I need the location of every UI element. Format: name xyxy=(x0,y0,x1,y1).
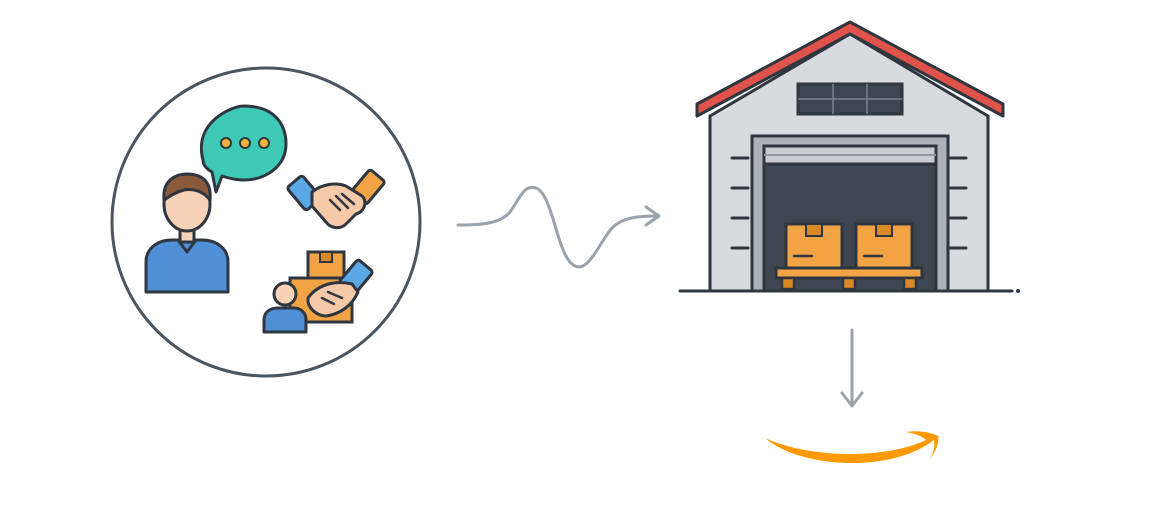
warehouse-node xyxy=(678,20,1020,293)
wavy-arrow xyxy=(456,185,661,269)
person-icon xyxy=(144,172,230,294)
amazon-smile-logo xyxy=(765,431,939,466)
pallet-icon xyxy=(774,266,924,291)
chat-bubble-icon xyxy=(199,104,288,194)
warehouse-icon xyxy=(678,20,1020,293)
box-icon xyxy=(306,250,346,280)
customer-interaction-node xyxy=(110,66,422,378)
package-handoff-icon xyxy=(262,250,374,334)
person-icon xyxy=(262,281,308,334)
box-icon xyxy=(854,222,914,270)
down-arrow xyxy=(840,328,864,408)
box-icon xyxy=(784,222,844,270)
handshake-icon xyxy=(286,168,386,230)
